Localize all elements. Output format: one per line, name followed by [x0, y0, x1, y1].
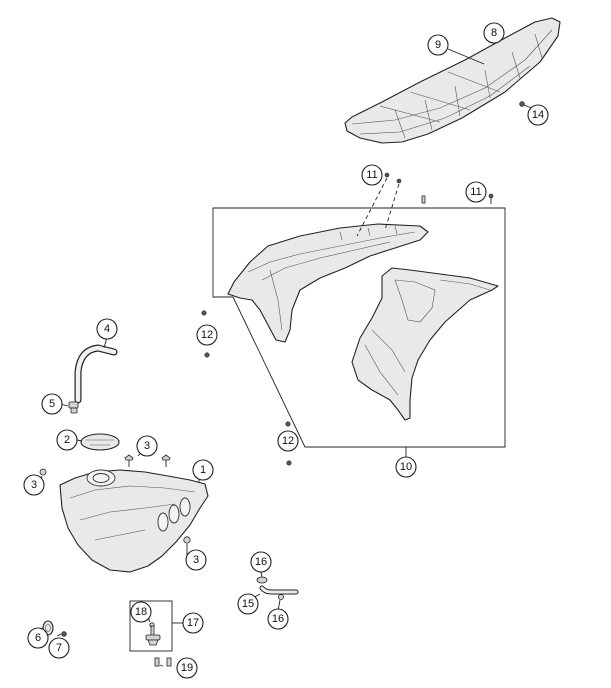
side-cover-group-frame — [212, 207, 506, 448]
leader-lines — [39, 48, 535, 667]
callout-label: 12 — [201, 329, 213, 341]
callout-label: 15 — [242, 598, 254, 610]
callout-label: 7 — [56, 642, 62, 654]
cover-screws — [201, 101, 525, 466]
callout-6: 6 — [27, 627, 49, 649]
callout-3a: 3 — [136, 435, 158, 457]
callout-16a: 16 — [250, 551, 272, 573]
callout-label: 8 — [491, 27, 497, 39]
callout-8: 8 — [483, 22, 505, 44]
right-side-cover — [351, 267, 499, 421]
callout-label: 12 — [282, 435, 294, 447]
callout-14: 14 — [527, 104, 549, 126]
callout-label: 19 — [181, 662, 193, 674]
callout-label: 4 — [104, 323, 110, 335]
callout-19: 19 — [176, 657, 198, 679]
callout-18: 18 — [130, 601, 152, 623]
callout-label: 6 — [35, 632, 41, 644]
callout-1: 1 — [192, 459, 214, 481]
callout-label: 11 — [366, 169, 377, 181]
hose-valve — [68, 401, 79, 414]
breather-hose — [74, 344, 118, 404]
fuel-line — [256, 576, 299, 600]
callout-10: 10 — [395, 456, 417, 478]
fuel-tap — [145, 622, 161, 646]
tank-screws — [39, 454, 191, 544]
callout-label: 10 — [400, 461, 412, 473]
callout-7: 7 — [48, 637, 70, 659]
fuel-cap — [80, 433, 120, 451]
callout-label: 2 — [64, 434, 70, 446]
callout-12b: 12 — [277, 430, 299, 452]
callout-label: 14 — [532, 109, 544, 121]
callout-label: 3 — [31, 479, 37, 491]
callout-2: 2 — [56, 429, 78, 451]
callout-16b: 16 — [267, 608, 289, 630]
fuel-tap-box — [129, 600, 173, 652]
callout-label: 18 — [135, 606, 147, 618]
callout-label: 5 — [49, 398, 55, 410]
fuel-tank — [59, 469, 209, 573]
callout-label: 16 — [255, 556, 267, 568]
callout-label: 3 — [144, 440, 150, 452]
callouts: 1 2 3 3 3 4 5 6 7 8 9 10 11 11 12 12 14 … — [23, 22, 549, 679]
callout-11b: 11 — [465, 181, 487, 203]
plug-screw — [61, 631, 67, 637]
callout-label: 1 — [200, 464, 206, 476]
callout-label: 11 — [470, 186, 481, 198]
fuel-tap-screws — [154, 657, 172, 667]
callout-label: 3 — [193, 554, 199, 566]
left-side-cover — [227, 223, 429, 343]
callout-17: 17 — [182, 612, 204, 634]
callout-3b: 3 — [23, 474, 45, 496]
callout-11a: 11 — [361, 164, 383, 186]
callout-label: 9 — [435, 39, 441, 51]
callout-5: 5 — [41, 393, 63, 415]
callout-4: 4 — [96, 318, 118, 340]
callout-label: 17 — [187, 617, 199, 629]
seat — [344, 17, 561, 144]
callout-15: 15 — [237, 593, 259, 615]
callout-12a: 12 — [196, 324, 218, 346]
callout-9: 9 — [427, 34, 449, 56]
callout-3c: 3 — [185, 549, 207, 571]
callout-label: 16 — [272, 613, 284, 625]
